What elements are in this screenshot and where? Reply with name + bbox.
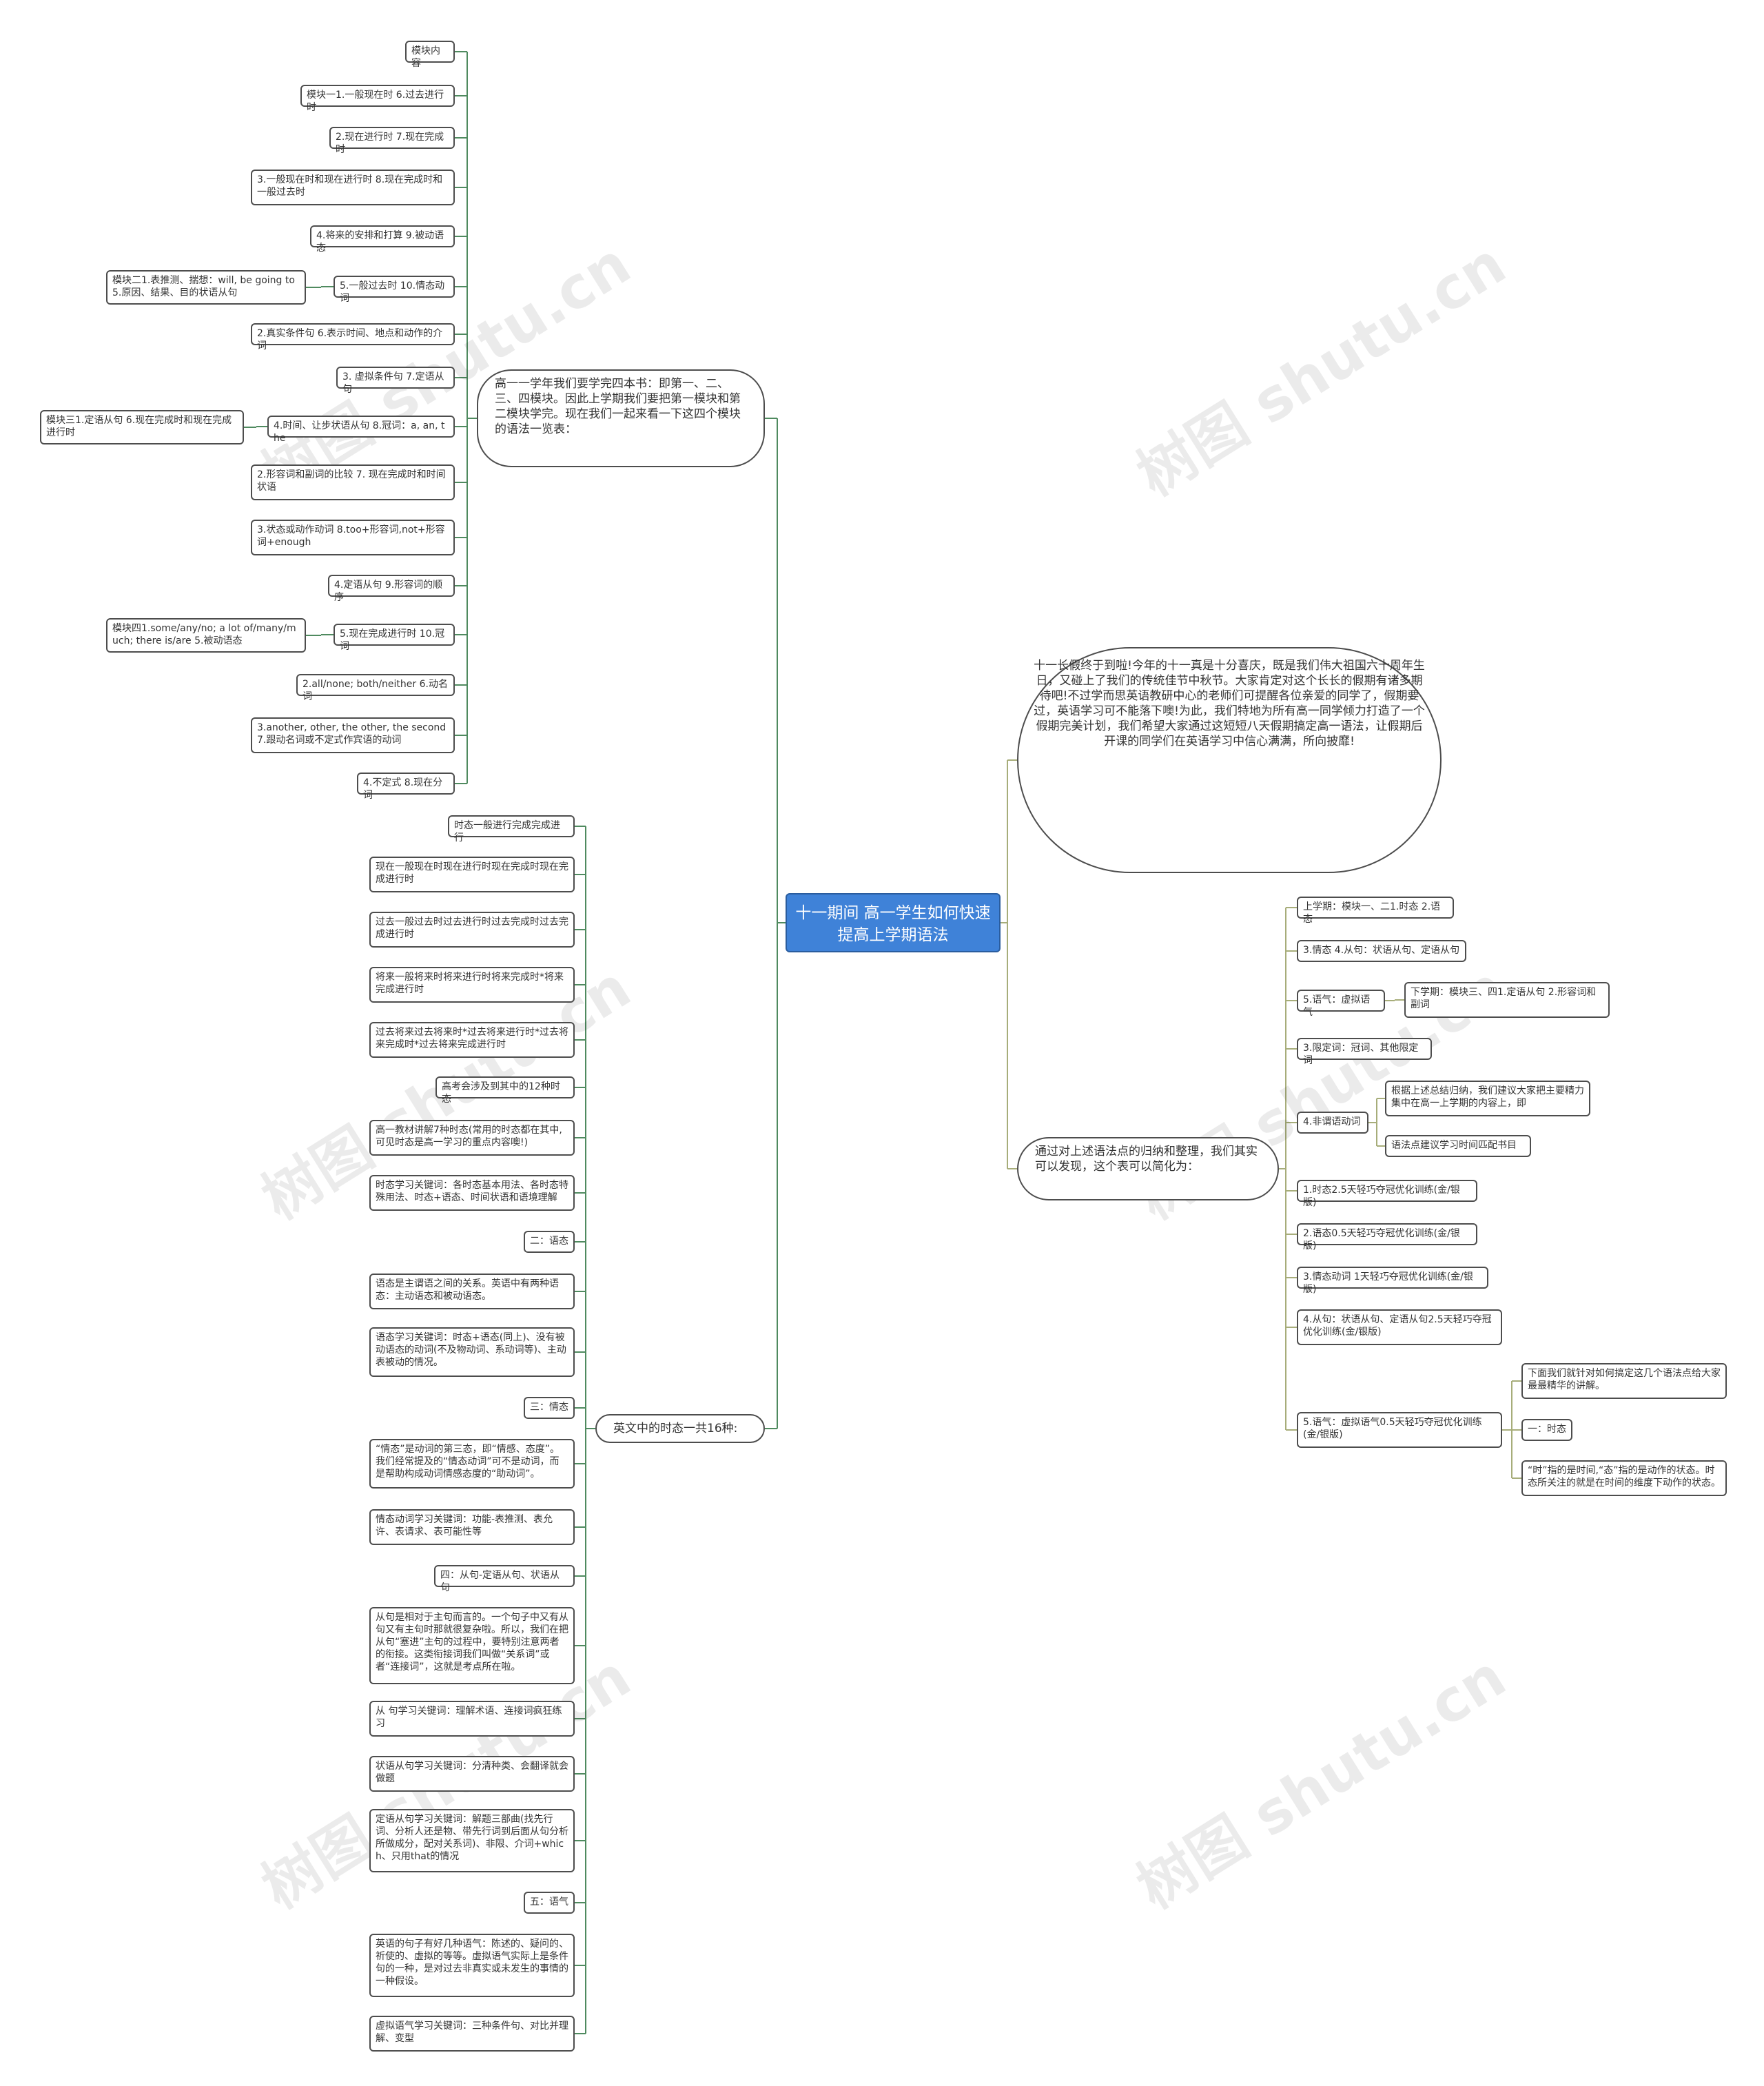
node-module-item[interactable]: 模块内容	[405, 41, 455, 69]
node-summary-item[interactable]: 4.非谓语动词	[1297, 1112, 1368, 1134]
node-tense-item[interactable]: “情态”是动词的第三态，即“情感、态度”。我们经常提及的“情态动词”可不是动词，…	[369, 1439, 575, 1489]
branch-tense-overview[interactable]: 英文中的时态一共16种:	[595, 1414, 765, 1443]
node-tense-item[interactable]: 过去一般过去时过去进行时过去完成时过去完成进行时	[369, 912, 575, 948]
node-summary-item[interactable]: 5.语气：虚拟语气0.5天轻巧夺冠优化训练(金/银版)	[1297, 1412, 1502, 1448]
node-summary-item[interactable]: 3.情态 4.从句：状语从句、定语从句	[1297, 940, 1466, 962]
root-topic[interactable]: 十一期间 高一学生如何快速提高上学期语法	[786, 893, 1001, 952]
branch-holiday-intro[interactable]: 十一长假终于到啦!今年的十一真是十分喜庆，既是我们伟大祖国六十周年生日，又碰上了…	[1017, 647, 1442, 873]
node-tense-item[interactable]: 定语从句学习关键词：解题三部曲(找先行词、分析人还是物、带先行词到后面从句分析所…	[369, 1809, 575, 1872]
node-module-item[interactable]: 5.一般过去时 10.情态动词	[334, 276, 455, 304]
node-summary-item[interactable]: 3.情态动词 1天轻巧夺冠优化训练(金/银版)	[1297, 1267, 1488, 1295]
node-tense-item[interactable]: 情态动词学习关键词：功能-表推测、表允许、表请求、表可能性等	[369, 1509, 575, 1545]
node-module-item[interactable]: 3.another, other, the other, the second …	[251, 717, 455, 753]
watermark: 树图 shutu.cn	[1125, 1642, 1517, 1922]
node-tense-item[interactable]: 三：情态	[524, 1397, 575, 1419]
node-module-item[interactable]: 2.真实条件句 6.表示时间、地点和动作的介词	[251, 323, 455, 351]
node-tense-item[interactable]: 时态一般进行完成完成进行	[448, 815, 575, 843]
node-module-item[interactable]: 3. 虚拟条件句 7.定语从句	[336, 367, 455, 395]
node-summary-sub[interactable]: 语法点建议学习时间匹配书目	[1385, 1135, 1531, 1157]
node-module-sub[interactable]: 模块四1.some/any/no; a lot of/many/much; th…	[106, 618, 306, 653]
node-summary-item[interactable]: 1.时态2.5天轻巧夺冠优化训练(金/银版)	[1297, 1180, 1477, 1208]
node-module-item[interactable]: 2.all/none; both/neither 6.动名词	[296, 674, 455, 702]
node-summary-item[interactable]: 5.语气：虚拟语气	[1297, 990, 1385, 1018]
node-tense-item[interactable]: 状语从句学习关键词：分清种类、会翻译就会做题	[369, 1756, 575, 1792]
node-tense-item[interactable]: 四：从句-定语从句、状语从句	[434, 1565, 575, 1593]
node-module-item[interactable]: 4.将来的安排和打算 9.被动语态	[310, 225, 455, 254]
node-tense-item[interactable]: 英语的句子有好几种语气：陈述的、疑问的、祈使的、虚拟的等等。虚拟语气实际上是条件…	[369, 1934, 575, 1997]
node-summary-sub[interactable]: 下面我们就针对如何搞定这几个语法点给大家最最精华的讲解。	[1521, 1363, 1727, 1399]
node-module-sub[interactable]: 模块三1.定语从句 6.现在完成时和现在完成进行时	[40, 410, 244, 444]
node-tense-item[interactable]: 过去将来过去将来时*过去将来进行时*过去将来完成时*过去将来完成进行时	[369, 1022, 575, 1058]
branch-summary[interactable]: 通过对上述语法点的归纳和整理，我们其实可以发现，这个表可以简化为：	[1017, 1137, 1279, 1200]
node-module-sub[interactable]: 模块二1.表推测、揣想：will, be going to 5.原因、结果、目的…	[106, 270, 306, 305]
node-summary-sub[interactable]: “时”指的是时间,“态”指的是动作的状态。时态所关注的就是在时间的维度下动作的状…	[1521, 1460, 1727, 1496]
node-tense-item[interactable]: 将来一般将来时将来进行时将来完成时*将来完成进行时	[369, 967, 575, 1003]
node-tense-item[interactable]: 从 句学习关键词：理解术语、连接词疯狂练习	[369, 1701, 575, 1737]
node-module-item[interactable]: 4.时间、让步状语从句 8.冠词：a, an, the	[267, 416, 455, 444]
node-summary-item[interactable]: 4.从句：状语从句、定语从句2.5天轻巧夺冠优化训练(金/银版)	[1297, 1309, 1502, 1345]
node-tense-item[interactable]: 语态是主谓语之间的关系。英语中有两种语态：主动语态和被动语态。	[369, 1274, 575, 1309]
node-summary-item[interactable]: 上学期：模块一、二1.时态 2.语态	[1297, 897, 1454, 925]
node-summary-sub[interactable]: 下学期：模块三、四1.定语从句 2.形容词和副词	[1404, 982, 1610, 1018]
node-module-item[interactable]: 模块一1.一般现在时 6.过去进行时	[300, 85, 455, 113]
node-tense-item[interactable]: 二：语态	[524, 1231, 575, 1253]
node-module-item[interactable]: 4.定语从句 9.形容词的顺序	[328, 575, 455, 603]
node-module-item[interactable]: 5.现在完成进行时 10.冠词	[334, 624, 455, 652]
branch-modules-intro[interactable]: 高一一学年我们要学完四本书：即第一、二、三、四模块。因此上学期我们要把第一模块和…	[477, 369, 765, 467]
node-summary-sub[interactable]: 根据上述总结归纳，我们建议大家把主要精力集中在高一上学期的内容上，即	[1385, 1081, 1590, 1116]
node-summary-item[interactable]: 2.语态0.5天轻巧夺冠优化训练(金/银版)	[1297, 1223, 1477, 1251]
node-tense-item[interactable]: 现在一般现在时现在进行时现在完成时现在完成进行时	[369, 857, 575, 892]
node-module-item[interactable]: 3.一般现在时和现在进行时 8.现在完成时和一般过去时	[251, 170, 455, 205]
node-module-item[interactable]: 3.状态或动作动词 8.too+形容词,not+形容词+enough	[251, 520, 455, 555]
node-tense-item[interactable]: 虚拟语气学习关键词：三种条件句、对比并理解、变型	[369, 2016, 575, 2052]
node-tense-item[interactable]: 高考会涉及到其中的12种时态	[435, 1076, 575, 1105]
node-module-item[interactable]: 2.形容词和副词的比较 7. 现在完成时和时间状语	[251, 464, 455, 500]
watermark: 树图 shutu.cn	[1125, 229, 1517, 509]
node-tense-item[interactable]: 从句是相对于主句而言的。一个句子中又有从句又有主句时那就很复杂啦。所以，我们在把…	[369, 1607, 575, 1684]
node-tense-item[interactable]: 时态学习关键词：各时态基本用法、各时态特殊用法、时态+语态、时间状语和语境理解	[369, 1175, 575, 1211]
node-summary-sub[interactable]: 一：时态	[1521, 1419, 1572, 1441]
node-tense-item[interactable]: 高一教材讲解7种时态(常用的时态都在其中,可见时态是高一学习的重点内容噢!)	[369, 1120, 575, 1156]
node-module-item[interactable]: 4.不定式 8.现在分词	[357, 773, 455, 801]
node-module-item[interactable]: 2.现在进行时 7.现在完成时	[329, 127, 455, 155]
node-tense-item[interactable]: 五：语气	[524, 1892, 575, 1914]
node-tense-item[interactable]: 语态学习关键词：时态+语态(同上)、没有被动语态的动词(不及物动词、系动词等)、…	[369, 1327, 575, 1377]
node-summary-item[interactable]: 3.限定词：冠词、其他限定词	[1297, 1038, 1432, 1066]
